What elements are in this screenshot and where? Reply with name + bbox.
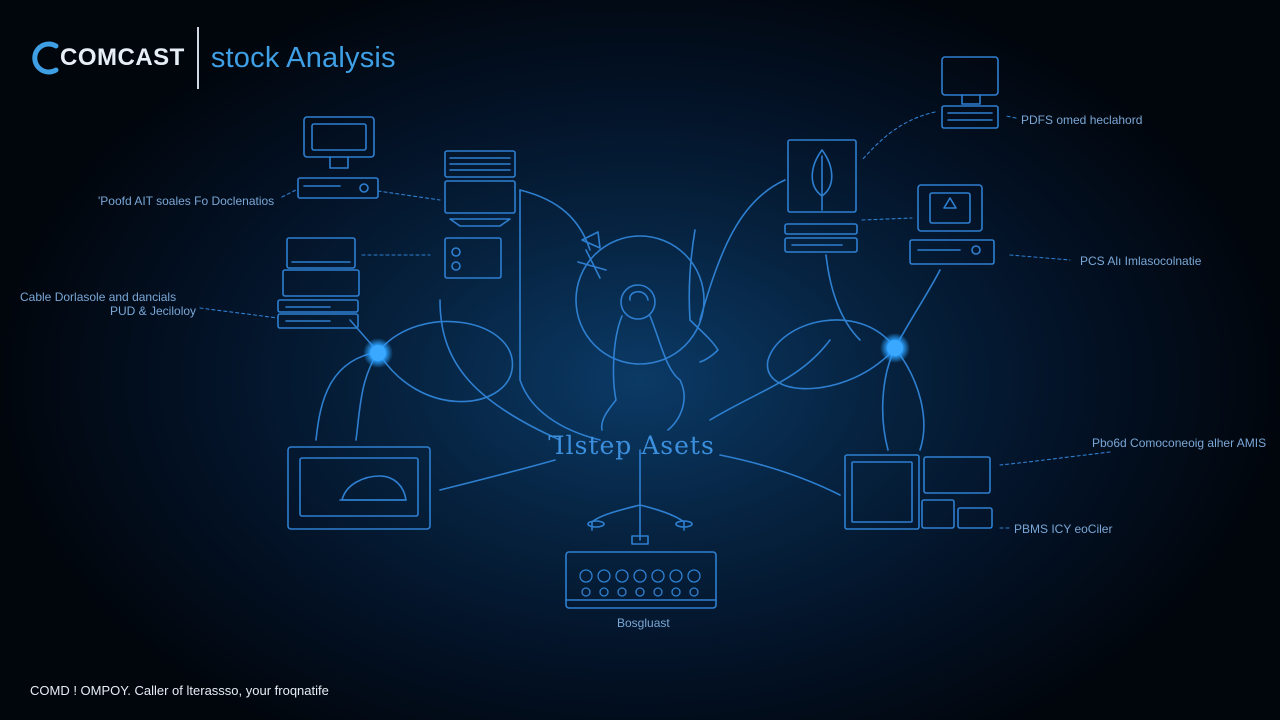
caption-mid-left-2: PUD & Jeciloloy (110, 304, 197, 318)
caption-right-lower-1: Pbo6d Comoconeoig alher AMIS (1092, 436, 1267, 450)
comcast-logo: COMCAST (30, 30, 185, 86)
caption-mid-left-1: Cable Dorlasole and dancials (20, 290, 177, 304)
header: COMCAST stock Analysis (30, 27, 396, 89)
secure-monitor-icon (909, 184, 995, 265)
person-figure-icon (575, 231, 719, 431)
caption-top-left: 'Poofd AIT soales Fo Doclenatios (98, 194, 275, 208)
desktop-pc-icon (297, 116, 379, 199)
cable-box-icon (277, 237, 360, 329)
center-label: Ꞁlstep Asets (548, 431, 715, 460)
screen-cluster-icon (844, 454, 993, 530)
logo-text: COMCAST (60, 44, 185, 71)
equipment-rack-icon (565, 520, 717, 609)
logo-arc-icon (32, 41, 59, 75)
page-title: stock Analysis (210, 41, 396, 74)
caption-mid-right: PCS Alı Imlasocolnatie (1080, 254, 1202, 268)
tv-display-icon (287, 446, 431, 530)
server-stack-icon (444, 150, 516, 279)
left-node-core (370, 345, 386, 361)
caption-bottom: Bosgluast (617, 616, 670, 630)
caption-top-right: PDFS omed heclahord (1021, 113, 1143, 127)
caption-right-lower-2: PBMS ICY eoCiler (1014, 522, 1113, 536)
header-divider (196, 27, 199, 89)
right-node-core (887, 340, 903, 356)
monitor-icon (941, 56, 999, 129)
data-panel-icon (784, 139, 858, 253)
footer-text: COMD ! OMPOY. Caller of lterassso, your … (30, 683, 329, 698)
callout-leaders (199, 111, 1111, 529)
